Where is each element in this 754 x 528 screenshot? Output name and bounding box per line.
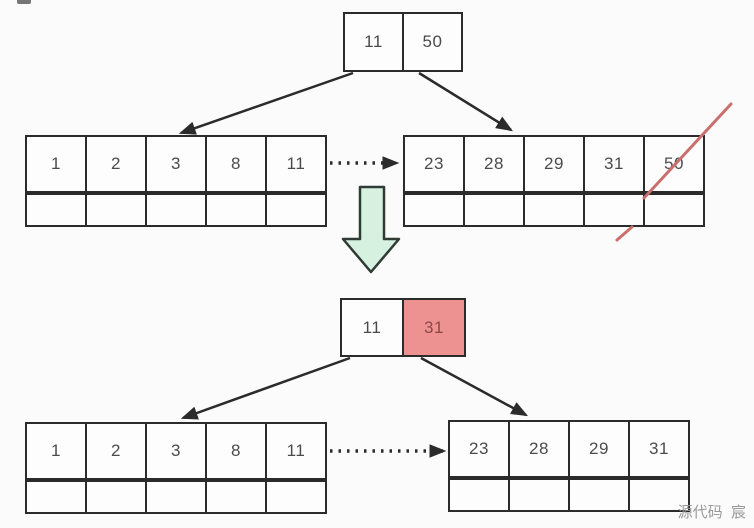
empty-cell [145, 193, 207, 227]
value-cell: 28 [463, 135, 525, 193]
leaf-node-after-left: 1 2 3 8 11 [25, 422, 327, 514]
leaf-pointer-row [403, 193, 705, 227]
key-cell-highlighted: 31 [402, 298, 466, 357]
value-cell: 2 [85, 422, 147, 480]
root-node-after: 11 31 [340, 298, 466, 357]
empty-cell [85, 480, 147, 514]
empty-cell [265, 480, 327, 514]
leaf-pointer-row [25, 480, 327, 514]
empty-cell [205, 480, 267, 514]
leaf-node-after-right: 23 28 29 31 [448, 420, 690, 512]
empty-cell [85, 193, 147, 227]
key-cell: 11 [343, 12, 404, 72]
strike-line-tail [615, 225, 634, 242]
key-cell: 50 [402, 12, 463, 72]
value-cell: 29 [568, 420, 630, 478]
empty-cell [265, 193, 327, 227]
empty-cell [643, 193, 705, 227]
value-cell: 11 [265, 135, 327, 193]
leaf-node-before-right: 23 28 29 31 50 [403, 135, 705, 227]
leaf-values-row: 1 2 3 8 11 [25, 135, 327, 193]
value-cell: 2 [85, 135, 147, 193]
key-cell: 11 [340, 298, 404, 357]
empty-cell [463, 193, 525, 227]
value-cell: 3 [145, 135, 207, 193]
value-cell: 23 [448, 420, 510, 478]
arrow-before-root-to-left-leaf [178, 71, 354, 135]
value-cell: 11 [265, 422, 327, 480]
arrow-after-root-to-right-leaf [420, 356, 529, 417]
leaf-values-row: 1 2 3 8 11 [25, 422, 327, 480]
transition-down-arrow-icon [341, 185, 401, 274]
root-node-before: 11 50 [343, 12, 463, 72]
empty-cell [25, 193, 87, 227]
empty-cell [628, 478, 690, 512]
leaf-values-row: 23 28 29 31 [448, 420, 690, 478]
leaf-node-before-left: 1 2 3 8 11 [25, 135, 327, 227]
value-cell: 3 [145, 422, 207, 480]
empty-cell [568, 478, 630, 512]
arrow-before-root-to-right-leaf [418, 71, 514, 132]
empty-cell [145, 480, 207, 514]
crop-artifact [17, 0, 31, 4]
root-before-keys: 11 50 [343, 12, 463, 72]
empty-cell [508, 478, 570, 512]
empty-cell [25, 480, 87, 514]
value-cell: 28 [508, 420, 570, 478]
watermark: 源代码 宸 [677, 504, 746, 521]
value-cell: 31 [628, 420, 690, 478]
leaf-values-row: 23 28 29 31 50 [403, 135, 705, 193]
value-cell: 1 [25, 422, 87, 480]
empty-cell [583, 193, 645, 227]
value-cell-struck: 50 [643, 135, 705, 193]
root-after-keys: 11 31 [340, 298, 466, 357]
leaf-pointer-row [448, 478, 690, 512]
value-cell: 8 [205, 422, 267, 480]
arrow-after-root-to-left-leaf [180, 356, 351, 420]
empty-cell [448, 478, 510, 512]
value-cell: 31 [583, 135, 645, 193]
leaf-pointer-row [25, 193, 327, 227]
value-cell: 29 [523, 135, 585, 193]
empty-cell [523, 193, 585, 227]
value-cell: 23 [403, 135, 465, 193]
value-cell: 1 [25, 135, 87, 193]
value-cell: 8 [205, 135, 267, 193]
empty-cell [205, 193, 267, 227]
empty-cell [403, 193, 465, 227]
